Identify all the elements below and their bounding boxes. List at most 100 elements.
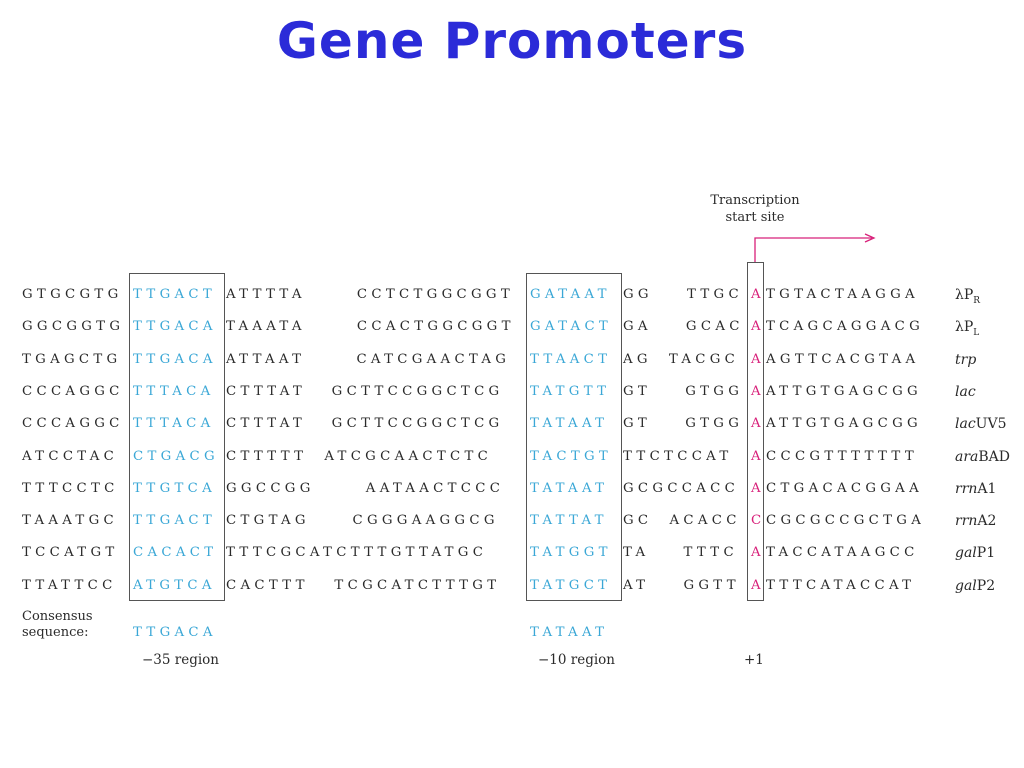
promoter-name-1: λPR	[955, 287, 980, 309]
seq-row-4-tss: A	[751, 384, 765, 399]
consensus-label-line1: Consensus	[22, 609, 93, 624]
promoter-name-text: λP	[955, 287, 974, 303]
seq-row-3-tss: A	[751, 352, 765, 367]
seq-row-8-s4: CGCGCCGCTGA	[766, 513, 926, 528]
consensus-minus10: TATAAT	[530, 625, 609, 640]
seq-row-3-s3: AG TACGC	[623, 352, 740, 367]
promoter-name-italic: trp	[955, 352, 977, 368]
seq-row-8-s3: GC ACACC	[623, 513, 741, 528]
seq-row-10-s4: TTTCATACCAT	[766, 578, 916, 593]
page-title: Gene Promoters	[276, 12, 748, 70]
promoter-name-text: UV5	[975, 416, 1007, 432]
seq-row-9-s4: TACCATAAGCC	[766, 545, 919, 560]
seq-row-5-tss: A	[751, 416, 765, 431]
tss-column-box	[747, 262, 764, 601]
seq-row-2-s4: TCAGCAGGACG	[766, 319, 924, 334]
seq-row-7-m35: TTGTCA	[133, 481, 217, 496]
seq-row-4-s2: CTTTAT GCTTCCGGCTCG	[226, 384, 504, 399]
seq-row-8-s1: TAAATGC	[22, 513, 118, 528]
promoter-name-5: lacUV5	[955, 416, 1007, 432]
seq-row-2-s1: GGCGGTG	[22, 319, 125, 334]
seq-row-6-s3: TTCTCCAT	[623, 449, 733, 464]
seq-row-2-m10: GATACT	[530, 319, 613, 334]
seq-row-6-s4: CCCGTTTTTTT	[766, 449, 919, 464]
promoter-name-8: rrnA2	[955, 513, 996, 529]
consensus-label: Consensus sequence:	[22, 609, 93, 641]
minus35-region-box	[129, 273, 225, 601]
transcription-start-site-label: Transcription start site	[700, 192, 810, 226]
minus10-region-box	[526, 273, 622, 601]
seq-row-4-s1: CCCAGGC	[22, 384, 124, 399]
plus1-label: +1	[744, 652, 764, 668]
seq-row-3-s2: ATTAAT CATCGAACTAG	[226, 352, 511, 367]
promoter-name-3: trp	[955, 352, 976, 368]
seq-row-4-s3: GT GTGG	[623, 384, 744, 399]
seq-row-10-m10: TATGCT	[530, 578, 612, 593]
seq-row-9-m10: TATGGT	[530, 545, 612, 560]
seq-row-9-s1: TCCATGT	[22, 545, 119, 560]
seq-row-9-s3: TA TTTC	[623, 545, 738, 560]
seq-row-2-m35: TTGACA	[133, 319, 217, 334]
promoter-name-10: galP2	[955, 578, 995, 594]
promoter-name-7: rrnA1	[955, 481, 996, 497]
seq-row-1-s1: GTGCGTG	[22, 287, 123, 302]
seq-row-9-tss: A	[751, 545, 765, 560]
seq-row-10-s1: TTATTCC	[22, 578, 117, 593]
consensus-minus35: TTGACA	[133, 625, 217, 640]
seq-row-2-s3: GA GCAC	[623, 319, 744, 334]
seq-row-1-tss: A	[751, 287, 765, 302]
seq-row-8-m35: TTGACT	[133, 513, 217, 528]
seq-row-4-m35: TTTACA	[133, 384, 215, 399]
seq-row-10-tss: A	[751, 578, 765, 593]
seq-row-2-s2: TAAATA CCACTGGCGGT	[226, 319, 515, 334]
seq-row-3-m10: TTAACT	[530, 352, 612, 367]
promoter-name-text: A2	[977, 513, 997, 529]
seq-row-7-tss: A	[751, 481, 765, 496]
minus35-region-label: −35 region	[142, 652, 220, 668]
seq-row-4-s4: ATTGTGAGCGG	[766, 384, 922, 399]
seq-row-6-s1: ATCCTAC	[22, 449, 119, 464]
seq-row-3-s4: AGTTCACGTAA	[766, 352, 920, 367]
seq-row-8-m10: TATTAT	[530, 513, 608, 528]
promoter-name-italic: rrn	[955, 513, 978, 529]
promoter-name-italic: lac	[955, 416, 976, 432]
promoter-name-italic: gal	[955, 578, 977, 594]
seq-row-7-m10: TATAAT	[530, 481, 609, 496]
seq-row-5-s4: ATTGTGAGCGG	[766, 416, 922, 431]
seq-row-10-s3: AT GGTT	[623, 578, 740, 593]
seq-row-8-s2: CTGTAG CGGGAAGGCG	[226, 513, 499, 528]
promoter-name-text: A1	[977, 481, 997, 497]
promoter-name-text: P1	[976, 545, 996, 561]
promoter-name-2: λPL	[955, 319, 979, 341]
seq-row-7-s1: TTTCCTC	[22, 481, 119, 496]
seq-row-5-m10: TATAAT	[530, 416, 609, 431]
seq-row-7-s4: CTGACACGGAA	[766, 481, 923, 496]
consensus-label-line2: sequence:	[22, 625, 89, 640]
tss-label-line2: start site	[725, 210, 785, 225]
seq-row-4-m10: TATGTT	[530, 384, 611, 399]
seq-row-5-m35: TTTACA	[133, 416, 215, 431]
promoter-name-italic: rrn	[955, 481, 978, 497]
seq-row-1-s3: GG TTGC	[623, 287, 743, 302]
promoter-name-text: BAD	[978, 449, 1011, 465]
seq-row-3-s1: TGAGCTG	[22, 352, 122, 367]
seq-row-5-s1: CCCAGGC	[22, 416, 124, 431]
minus10-region-label: −10 region	[538, 652, 616, 668]
seq-row-9-m35: CACACT	[133, 545, 218, 560]
seq-row-7-s2: GGCCGG AATAACTCCC	[226, 481, 505, 496]
seq-row-6-m10: TACTGT	[530, 449, 613, 464]
seq-row-2-tss: A	[751, 319, 765, 334]
promoter-name-9: galP1	[955, 545, 995, 561]
seq-row-5-s3: GT GTGG	[623, 416, 744, 431]
promoter-name-4: lac	[955, 384, 976, 400]
tss-label-line1: Transcription	[710, 193, 800, 208]
seq-row-3-m35: TTGACA	[133, 352, 217, 367]
seq-row-8-tss: C	[751, 513, 766, 528]
seq-row-6-s2: CTTTTT ATCGCAACTCTC	[226, 449, 493, 464]
seq-row-1-m35: TTGACT	[133, 287, 217, 302]
seq-row-10-m35: ATGTCA	[133, 578, 216, 593]
promoter-name-6: araBAD	[955, 449, 1010, 465]
seq-row-1-m10: GATAAT	[530, 287, 611, 302]
